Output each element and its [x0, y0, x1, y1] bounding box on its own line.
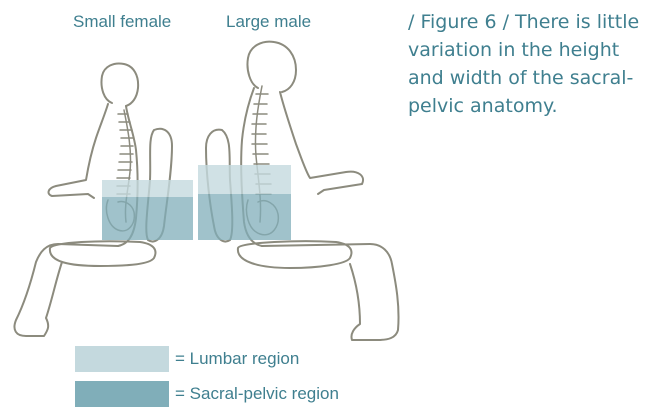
legend-label-lumbar: = Lumbar region: [175, 349, 299, 369]
legend-swatch-lumbar: [75, 346, 169, 372]
seated-figures-illustration: [0, 0, 400, 345]
legend-swatch-sacral-pelvic: [75, 381, 169, 407]
lumbar-region-overlay-male: [198, 165, 291, 194]
figure-caption: / Figure 6 / There is little variation i…: [408, 8, 644, 120]
legend-lumbar: = Lumbar region: [75, 346, 299, 372]
legend-sacral-pelvic: = Sacral-pelvic region: [75, 381, 339, 407]
sacral-region-overlay-female: [102, 197, 193, 240]
sacral-region-overlay-male: [198, 194, 291, 240]
legend-label-sacral-pelvic: = Sacral-pelvic region: [175, 384, 339, 404]
lumbar-region-overlay-female: [102, 180, 193, 197]
